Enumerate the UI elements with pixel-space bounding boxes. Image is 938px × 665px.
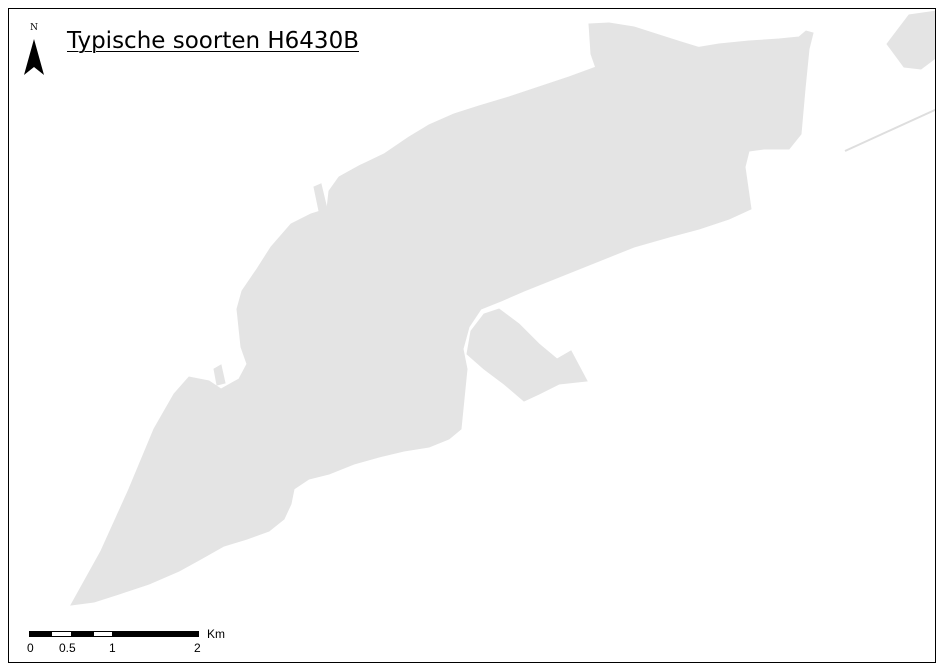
map-frame: N Typische soorten H6430B Km 0 0.5 1 2 xyxy=(8,8,936,663)
north-label: N xyxy=(30,23,38,33)
north-arrow: N xyxy=(23,23,45,79)
scale-segment xyxy=(72,631,93,637)
island-north-lobe xyxy=(326,136,450,242)
island-northeast[interactable] xyxy=(886,10,936,70)
coastal-sliver xyxy=(313,183,328,212)
peninsula-southeast[interactable] xyxy=(466,308,588,402)
scale-tick-label: 0 xyxy=(27,641,34,655)
scale-tick-label: 0.5 xyxy=(59,641,76,655)
scale-bar: Km 0 0.5 1 2 xyxy=(27,627,257,661)
map-title: Typische soorten H6430B xyxy=(67,28,359,54)
map-canvas[interactable] xyxy=(9,9,936,663)
north-arrow-icon xyxy=(24,39,44,75)
islet-north[interactable] xyxy=(588,22,705,72)
dyke-line xyxy=(844,108,935,152)
island-polygon[interactable] xyxy=(70,30,814,606)
scale-segment xyxy=(51,631,72,637)
scale-unit-label: Km xyxy=(207,627,225,641)
scale-tick-label: 2 xyxy=(194,641,201,655)
scale-segment xyxy=(113,631,199,637)
coastal-sliver-west xyxy=(213,364,226,386)
scale-tick-label: 1 xyxy=(109,641,116,655)
scale-segment xyxy=(29,631,51,637)
scale-segment xyxy=(93,631,113,637)
